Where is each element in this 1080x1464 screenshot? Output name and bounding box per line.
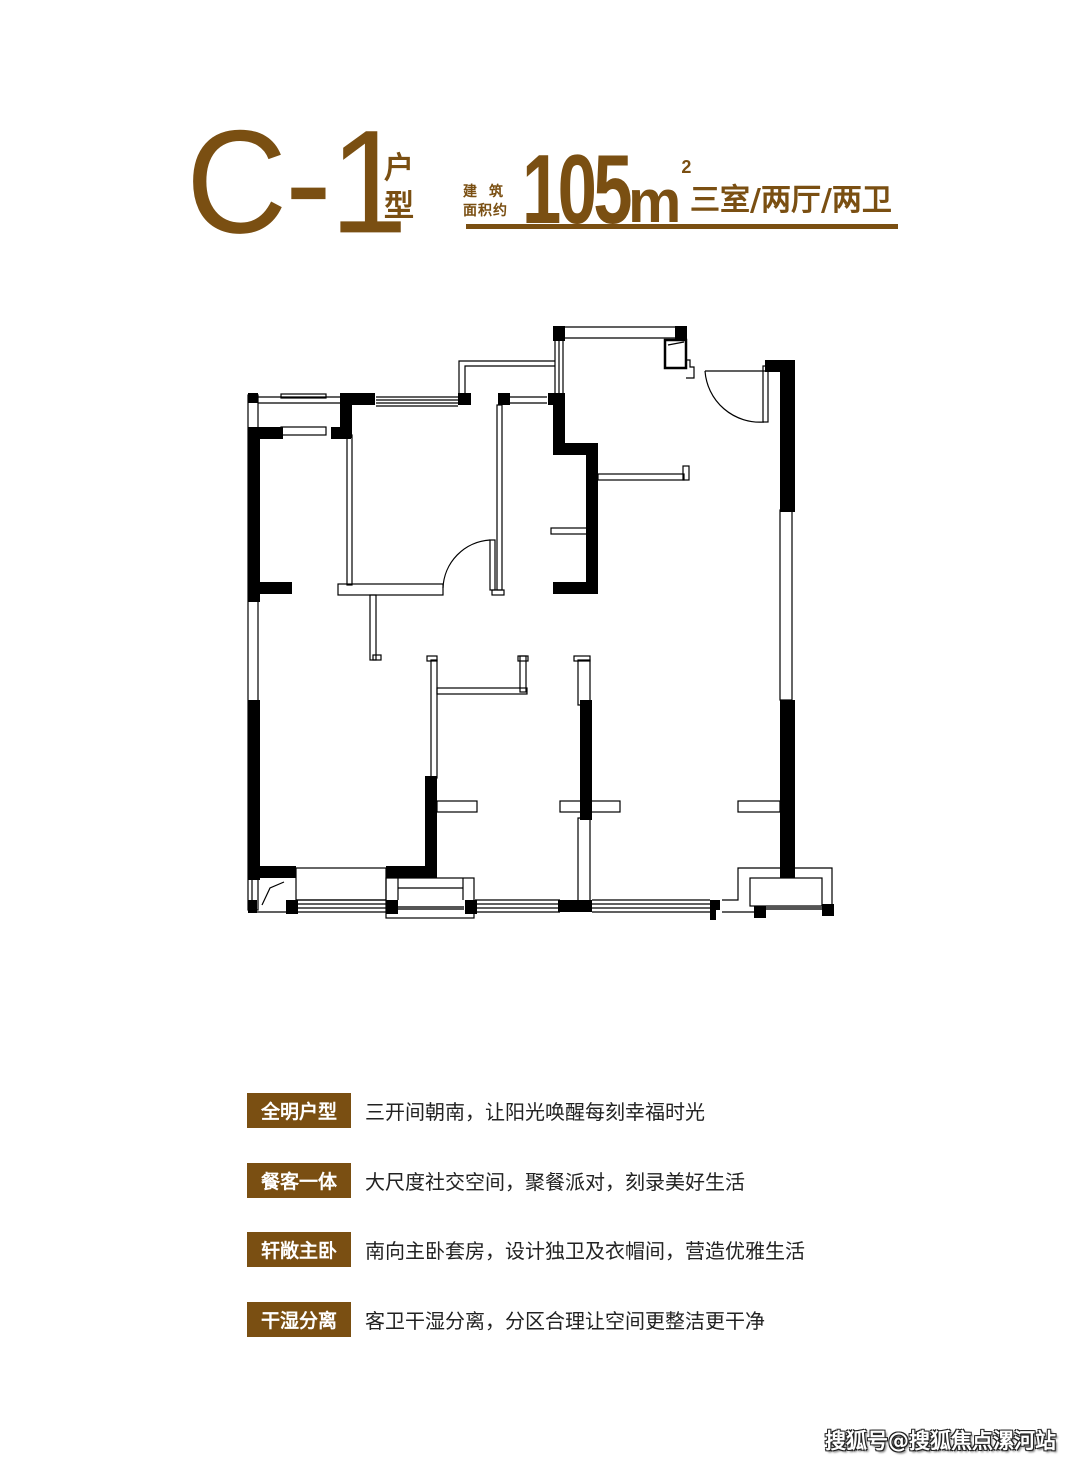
feature-badge: 干湿分离 [247,1301,351,1337]
floor-plan-drawing [247,326,834,920]
area-unit-m: m [628,168,682,235]
room-config: 三室/两厅/两卫 [690,183,892,218]
watermark: 搜狐号@搜狐焦点漯河站 [825,1429,1056,1453]
feature-item: 全明户型 三开间朝南，让阳光唤醒每刻幸福时光 [247,1092,705,1128]
unit-code: C-1 [186,99,408,264]
area-value: 105 [522,134,633,244]
area-label-line1: 建筑 [463,184,515,200]
unit-type-label: 户型 [384,151,414,224]
feature-badge: 全明户型 [247,1092,351,1128]
floor-plan [240,320,840,930]
feature-text: 三开间朝南，让阳光唤醒每刻幸福时光 [365,1099,705,1124]
feature-text: 客卫干湿分离，分区合理让空间更整洁更干净 [365,1308,765,1333]
feature-item: 轩敞主卧 南向主卧套房，设计独卫及衣帽间，营造优雅生活 [247,1231,805,1267]
area-label-line2: 面积约 [463,203,508,219]
feature-badge: 轩敞主卧 [247,1231,351,1267]
feature-badge: 餐客一体 [247,1162,351,1198]
feature-text: 大尺度社交空间，聚餐派对，刻录美好生活 [365,1169,745,1194]
feature-text: 南向主卧套房，设计独卫及衣帽间，营造优雅生活 [365,1238,805,1263]
area-label: 建筑 面积约 [463,183,523,221]
feature-item: 餐客一体 大尺度社交空间，聚餐派对，刻录美好生活 [247,1162,745,1198]
header: C-1 户型 建筑 面积约 105 m2 三室/两厅/两卫 [0,0,1080,260]
feature-item: 干湿分离 客卫干湿分离，分区合理让空间更整洁更干净 [247,1301,765,1337]
title-underline [466,224,898,229]
area-unit-sup: 2 [681,157,692,177]
area-unit: m2 [628,158,691,232]
